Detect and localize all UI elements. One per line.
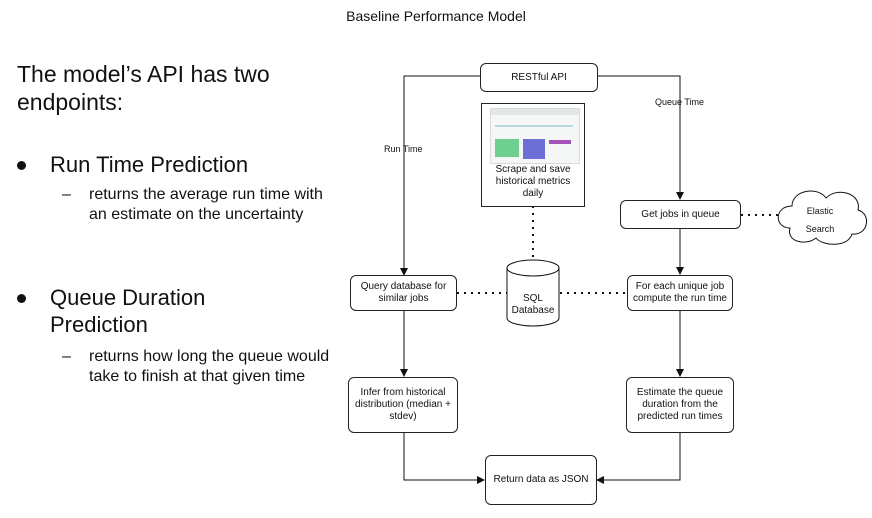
query-database-box: Query database for similar jobs bbox=[350, 275, 457, 311]
queue-time-edge-label: Queue Time bbox=[655, 97, 705, 107]
elastic-search-cloud bbox=[777, 190, 867, 245]
bullet-queue-duration-title: Queue Duration Prediction bbox=[50, 285, 206, 337]
compute-run-time-box: For each unique job compute the run time bbox=[627, 275, 733, 311]
estimate-queue-box: Estimate the queue duration from the pre… bbox=[626, 377, 734, 433]
return-json-box: Return data as JSON bbox=[485, 455, 597, 505]
infer-distribution-box: Infer from historical distribution (medi… bbox=[348, 377, 458, 433]
slide-title: Baseline Performance Model bbox=[346, 8, 526, 24]
intro-heading: The model’s API has two endpoints: bbox=[17, 61, 270, 115]
arrow-estimate-to-return bbox=[596, 433, 681, 484]
bullet-queue-duration-desc: returns how long the queue would take to… bbox=[89, 348, 330, 385]
arrow-api-to-get-jobs bbox=[598, 75, 684, 200]
restful-api-box: RESTful API bbox=[480, 63, 598, 92]
elastic-search-label: Elastic Search bbox=[805, 206, 835, 234]
intro-heading-container: The model’s API has two endpoints: bbox=[17, 60, 337, 116]
bullet-dot-icon bbox=[17, 294, 26, 303]
bullet-dot-icon bbox=[17, 161, 26, 170]
bullet-run-time-title: Run Time Prediction bbox=[50, 152, 249, 177]
scrape-metrics-label: Scrape and save historical metrics daily bbox=[495, 164, 571, 199]
dash-icon: – bbox=[62, 186, 71, 203]
arrow-infer-to-return bbox=[403, 433, 485, 484]
run-time-edge-label: Run Time bbox=[384, 144, 423, 154]
sql-database-cylinder bbox=[506, 259, 560, 327]
get-jobs-box: Get jobs in queue bbox=[620, 200, 741, 229]
dash-icon: – bbox=[62, 348, 71, 365]
bullet-run-time-desc: returns the average run time with an est… bbox=[89, 186, 323, 223]
sql-database-label: SQL Database bbox=[511, 293, 555, 316]
dashboard-thumbnail-image bbox=[490, 108, 580, 164]
arrow-api-to-query bbox=[400, 75, 480, 276]
